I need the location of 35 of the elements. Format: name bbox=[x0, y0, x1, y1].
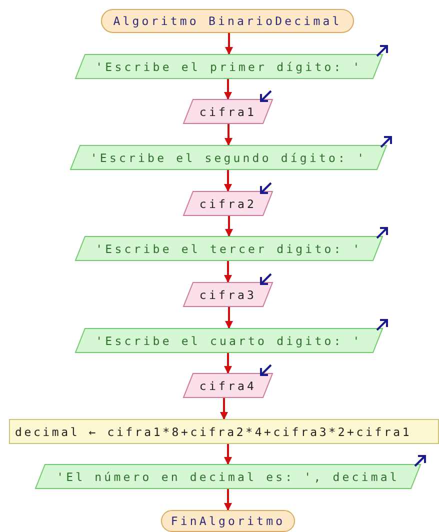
node-text: 'Escribe el segundo dígito: ' bbox=[90, 150, 367, 164]
input-parallelogram bbox=[183, 282, 273, 307]
arrow bbox=[224, 170, 232, 192]
node-text: 'El número en decimal es: ', decimal bbox=[56, 470, 400, 484]
input-parallelogram bbox=[183, 99, 273, 124]
node-text: decimal ← cifra1*8+cifra2*4+cifra3*2+cifra1 bbox=[15, 424, 412, 438]
node-text: cifra3 bbox=[199, 288, 257, 302]
terminal-box bbox=[161, 510, 295, 532]
input-parallelogram bbox=[183, 373, 273, 398]
input-parallelogram bbox=[183, 191, 273, 216]
arrow bbox=[220, 398, 228, 420]
arrow bbox=[225, 216, 233, 237]
arrow bbox=[224, 353, 232, 374]
arrow bbox=[224, 261, 232, 283]
terminal-box bbox=[101, 9, 354, 33]
arrow bbox=[224, 79, 232, 100]
output-parallelogram bbox=[70, 145, 387, 170]
process-box bbox=[9, 419, 439, 444]
output-parallelogram bbox=[75, 236, 383, 261]
node-text: 'Escribe el primer dígito: ' bbox=[96, 60, 362, 74]
node-text: 'Escribe el cuarto digito: ' bbox=[96, 334, 362, 348]
node-text: Algoritmo BinarioDecimal bbox=[113, 14, 342, 28]
node-text: cifra4 bbox=[199, 378, 257, 392]
output-parallelogram bbox=[75, 328, 383, 353]
arrow bbox=[224, 489, 232, 511]
output-parallelogram bbox=[35, 464, 421, 489]
node-text: cifra2 bbox=[199, 196, 257, 210]
node-text: FinAlgoritmo bbox=[170, 514, 286, 528]
output-parallelogram bbox=[75, 54, 383, 79]
node-text: cifra1 bbox=[199, 104, 257, 118]
node-text: 'Escribe el tercer digito: ' bbox=[96, 242, 362, 256]
arrow bbox=[225, 33, 233, 55]
arrow bbox=[225, 307, 233, 329]
arrow bbox=[224, 124, 232, 146]
arrow bbox=[224, 444, 232, 465]
